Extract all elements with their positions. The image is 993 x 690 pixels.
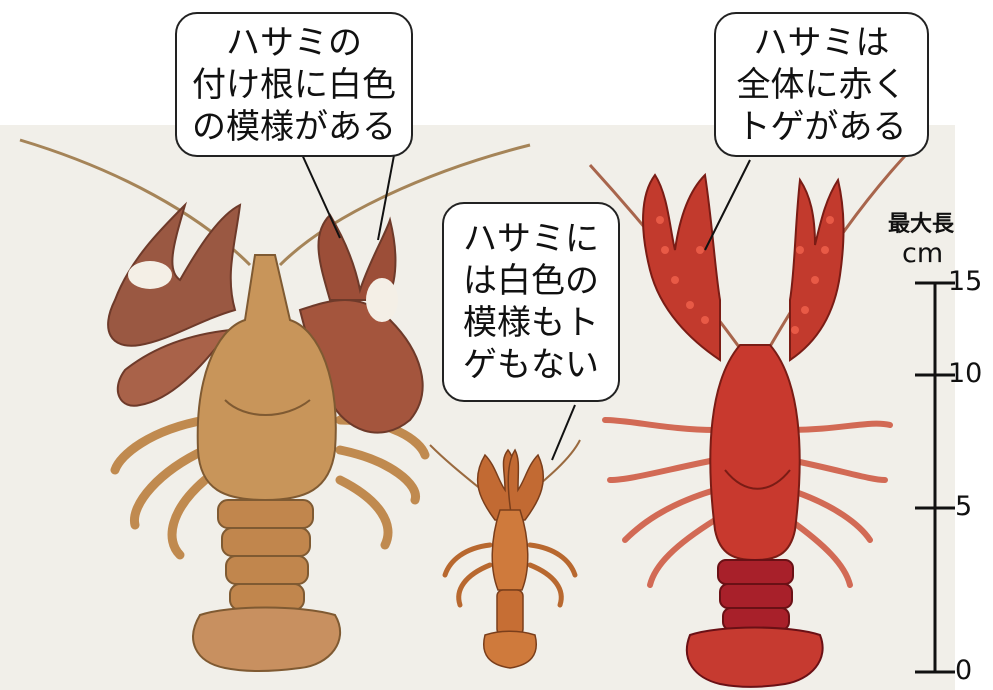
left-callout-pointer-2 — [377, 149, 396, 241]
callout-middle-line-3: 模様もト — [463, 303, 599, 343]
scale-unit: cm — [902, 238, 944, 269]
middle-callout-pointer — [551, 404, 576, 461]
callout-right: ハサミは 全体に赤く トゲがある — [714, 12, 929, 157]
scale-tick-15: 15 — [948, 266, 983, 297]
callout-right-line-2: 全体に赤く — [736, 64, 907, 105]
callout-left-line-2: 付け根に白色 — [192, 64, 396, 105]
callout-right-line-1: ハサミは — [753, 22, 890, 63]
right-crayfish — [588, 133, 927, 688]
scale-title: 最大長 — [888, 212, 955, 237]
callout-middle-line-1: ハサミに — [463, 219, 599, 259]
scale-tick-10: 10 — [948, 358, 983, 389]
callout-left-line-3: の模様がある — [192, 106, 396, 147]
right-callout-pointer — [704, 159, 751, 251]
left-crayfish — [19, 138, 531, 672]
scale-tick-5: 5 — [955, 491, 973, 522]
scale-bar — [915, 281, 955, 674]
callout-left-line-1: ハサミの — [226, 22, 362, 63]
scale-tick-0: 0 — [955, 655, 973, 686]
callout-right-line-3: トゲがある — [736, 106, 907, 147]
callout-middle-line-4: ゲもない — [463, 345, 599, 385]
callout-left: ハサミの 付け根に白色 の模様がある — [175, 12, 413, 157]
middle-crayfish — [429, 439, 581, 669]
callout-middle: ハサミに は白色の 模様もト ゲもない — [442, 202, 620, 402]
left-callout-pointer — [299, 149, 341, 239]
callout-middle-line-2: は白色の — [463, 261, 599, 301]
